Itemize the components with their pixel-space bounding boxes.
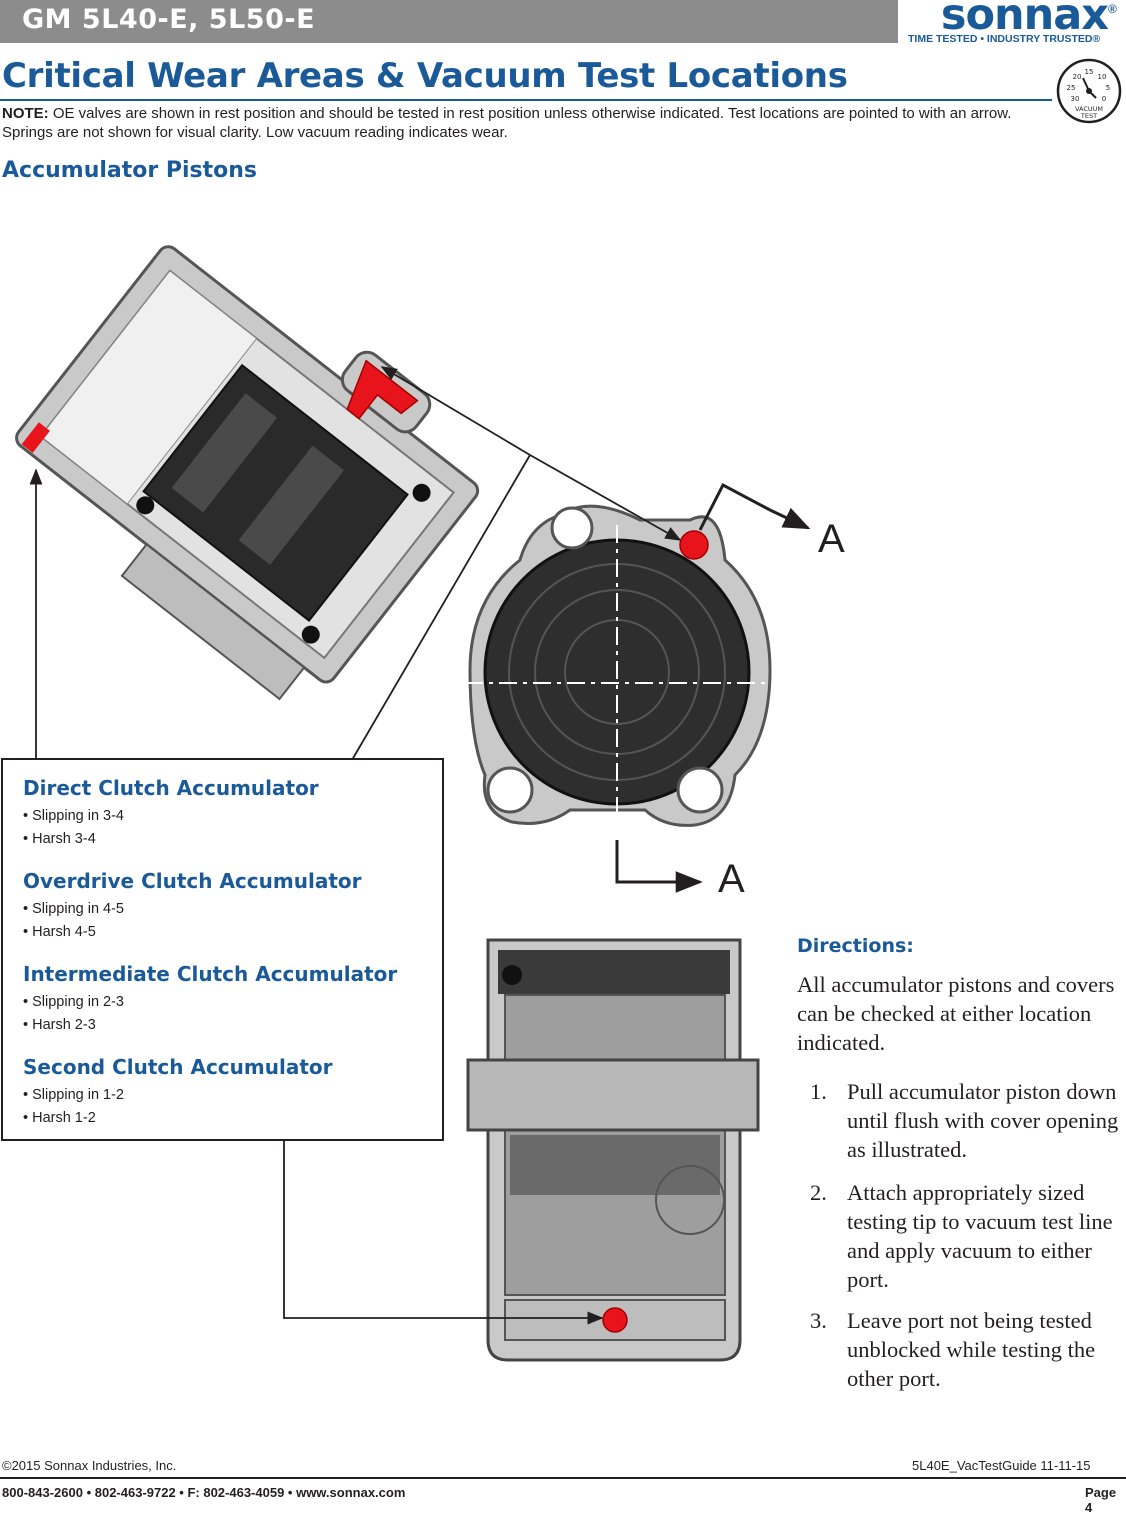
- gauge-tick-15: 15: [1085, 68, 1094, 76]
- gauge-label-vacuum: VACUUM: [1075, 105, 1103, 113]
- accumulator-cross-section: [15, 245, 480, 701]
- footer-page-number: Page 4: [1085, 1485, 1117, 1515]
- callout-item: • Harsh 2-3: [23, 1017, 96, 1033]
- step-number: 1.: [810, 1079, 827, 1104]
- sonnax-logo: sonnax ® TIME TESTED • INDUSTRY TRUSTED®: [908, 0, 1126, 48]
- footer-divider: [0, 1477, 1126, 1479]
- section-label-a-top: A: [818, 517, 845, 561]
- callout-item: • Slipping in 2-3: [23, 994, 124, 1010]
- accumulator-callout-box: Direct Clutch Accumulator • Slipping in …: [1, 758, 444, 1141]
- callout-item: • Harsh 4-5: [23, 924, 96, 940]
- gauge-label-test: TEST: [1080, 112, 1097, 120]
- callout-title-overdrive-clutch: Overdrive Clutch Accumulator: [23, 869, 362, 893]
- directions-heading: Directions:: [797, 935, 914, 957]
- directions-intro: All accumulator pistons and covers can b…: [797, 972, 1115, 1055]
- callout-item: • Slipping in 4-5: [23, 901, 124, 917]
- section-label-a-bottom: A: [718, 857, 745, 901]
- footer-document-id: 5L40E_VacTestGuide 11-11-15: [912, 1458, 1091, 1473]
- callout-item: • Slipping in 3-4: [23, 808, 124, 824]
- note-label: NOTE:: [2, 105, 49, 122]
- accumulator-side-view: [466, 938, 760, 1362]
- page-title: Critical Wear Areas & Vacuum Test Locati…: [2, 56, 848, 96]
- callout-title-direct-clutch: Direct Clutch Accumulator: [23, 776, 319, 800]
- vacuum-gauge-icon: 15 20 10 25 5 30 0 VACUUM TEST: [1056, 58, 1122, 124]
- section-heading: Accumulator Pistons: [2, 158, 258, 183]
- gauge-tick-20: 20: [1073, 73, 1082, 81]
- gauge-tick-0: 0: [1102, 95, 1106, 103]
- logo-wordmark: sonnax: [940, 0, 1109, 40]
- callout-item: • Slipping in 1-2: [23, 1087, 124, 1103]
- gauge-tick-25: 25: [1067, 84, 1076, 92]
- accumulator-cover-top-view: A A: [465, 482, 845, 901]
- step-number: 2.: [810, 1180, 827, 1205]
- callout-item: • Harsh 3-4: [23, 831, 96, 847]
- note-paragraph: NOTE: OE valves are shown in rest positi…: [2, 104, 1047, 142]
- step-text: Pull accumulator piston down until flush…: [847, 1079, 1119, 1162]
- gauge-tick-10: 10: [1098, 73, 1107, 81]
- note-text: OE valves are shown in rest position and…: [2, 105, 1012, 141]
- step-text: Leave port not being tested unblocked wh…: [847, 1308, 1096, 1391]
- callout-item: • Harsh 1-2: [23, 1110, 96, 1126]
- logo-tagline: TIME TESTED • INDUSTRY TRUSTED®: [908, 33, 1101, 45]
- header-bar: [0, 0, 898, 43]
- callout-title-intermediate-clutch: Intermediate Clutch Accumulator: [23, 962, 398, 986]
- title-divider: [0, 99, 1052, 101]
- header-title: GM 5L40-E, 5L50-E: [22, 4, 316, 35]
- gauge-tick-30: 30: [1071, 95, 1080, 103]
- step-text: Attach appropriately sized testing tip t…: [847, 1180, 1113, 1292]
- footer-contact: 800-843-2600 • 802-463-9722 • F: 802-463…: [2, 1485, 406, 1500]
- logo-registered-mark: ®: [1108, 2, 1117, 16]
- callout-title-second-clutch: Second Clutch Accumulator: [23, 1055, 333, 1079]
- footer-copyright: ©2015 Sonnax Industries, Inc.: [2, 1458, 177, 1473]
- step-number: 3.: [810, 1308, 827, 1333]
- gauge-tick-5: 5: [1106, 84, 1110, 92]
